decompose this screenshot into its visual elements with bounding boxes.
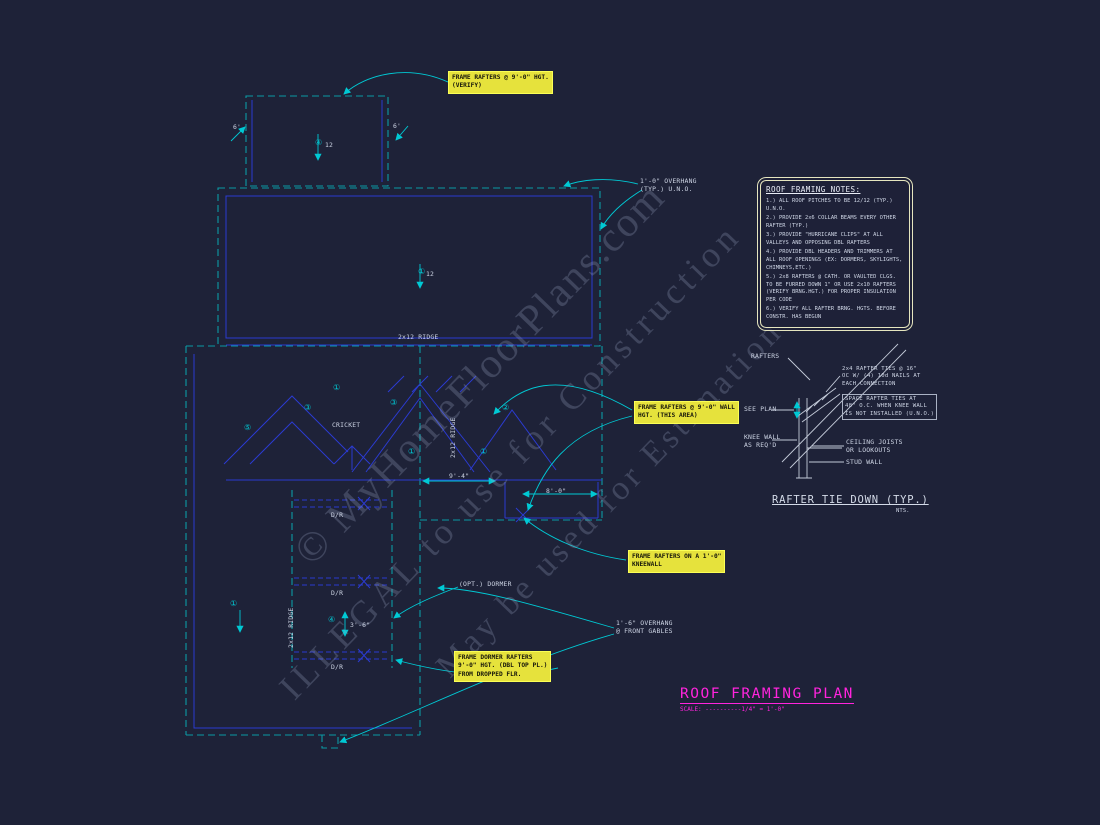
roof-framing-notes-box: ROOF FRAMING NOTES: 1.) ALL ROOF PITCHES… <box>757 177 913 332</box>
keynote-marker: ③ <box>304 403 312 412</box>
note-item: 6.) VERIFY ALL RAFTER BRNG. HGTS. BEFORE… <box>766 306 896 320</box>
opt-dormer-label: (OPT.) DORMER <box>459 580 512 588</box>
front-gable-note: 1'-6" OVERHANG @ FRONT GABLES <box>616 619 673 636</box>
dr-label-2: D/R <box>331 589 344 597</box>
ridge-label-left: 2x12 RIDGE <box>287 607 295 648</box>
pitch-label-b: 12 <box>426 270 435 278</box>
keynote-marker: ⑤ <box>244 423 252 432</box>
callout-frame-rafters-kneewall: FRAME RAFTERS ON A 1'-0" KNEEWALL <box>628 550 726 573</box>
keynote-marker: ④ <box>328 615 336 624</box>
dim-six-right: 6' <box>393 122 402 130</box>
keynote-marker: ① <box>408 447 416 456</box>
detail-ceiling-joists-label: CEILING JOISTS OR LOOKOUTS <box>846 438 903 455</box>
note-item: 4.) PROVIDE DBL HEADERS AND TRIMMERS AT … <box>766 249 903 271</box>
dim-six-left: 6' <box>233 123 242 131</box>
dr-label-3: D/R <box>331 663 344 671</box>
note-item: 1.) ALL ROOF PITCHES TO BE 12/12 (TYP.) … <box>766 198 893 212</box>
detail-ties-note: 2x4 RAFTER TIES @ 16" OC W/ (4) 10d NAIL… <box>842 366 921 387</box>
note-item: 3.) PROVIDE "HURRICANE CLIPS" AT ALL VAL… <box>766 232 883 246</box>
dim-nine-four: 9'-4" <box>449 472 470 480</box>
keynote-marker: ④ <box>315 138 323 147</box>
dim-three-six: 3'-6" <box>350 621 371 629</box>
detail-rafters-label: RAFTERS <box>751 352 780 360</box>
keynote-marker: ② <box>502 403 510 412</box>
keynote-marker: ① <box>480 447 488 456</box>
detail-stud-wall-label: STUD WALL <box>846 458 883 466</box>
overhang-note: 1'-0" OVERHANG (TYP.) U.N.O. <box>640 177 697 194</box>
keynote-marker: ① <box>230 599 238 608</box>
detail-knee-wall-label: KNEE WALL AS REQ'D <box>744 433 781 450</box>
sheet-scale: SCALE: ----------1/4" = 1'-0" <box>680 706 785 713</box>
note-item: 2.) PROVIDE 2x6 COLLAR BEAMS EVERY OTHER… <box>766 215 896 229</box>
keynote-marker: ③ <box>390 398 398 407</box>
ridge-label-mid: 2x12 RIDGE <box>449 417 457 458</box>
keynote-marker: ① <box>418 267 426 276</box>
ridge-label-top: 2x12 RIDGE <box>398 333 439 341</box>
detail-title: RAFTER TIE DOWN (TYP.) <box>772 494 929 506</box>
callout-frame-dormer-rafters: FRAME DORMER RAFTERS 9'-0" HGT. (DBL TOP… <box>454 651 552 683</box>
detail-scale: NTS. <box>896 508 910 514</box>
keynote-marker: ① <box>333 383 341 392</box>
pitch-label-a: 12 <box>325 141 334 149</box>
detail-space-ties-note: SPACE RAFTER TIES AT 48" O.C. WHEN KNEE … <box>842 394 938 420</box>
sheet-title: ROOF FRAMING PLAN <box>680 686 854 704</box>
cricket-label: CRICKET <box>332 421 361 429</box>
notes-title: ROOF FRAMING NOTES: <box>766 185 861 194</box>
dr-label-1: D/R <box>331 511 344 519</box>
dim-eight-zero: 8'-0" <box>546 487 567 495</box>
detail-see-plan-label: SEE PLAN <box>744 405 777 413</box>
callout-frame-rafters-hgt: FRAME RAFTERS @ 9'-0" HGT. (VERIFY) <box>448 71 553 94</box>
note-item: 5.) 2x8 RAFTERS @ CATH. OR VAULTED CLGS.… <box>766 274 896 303</box>
callout-frame-rafters-wall: FRAME RAFTERS @ 9'-0" WALL HGT. (THIS AR… <box>634 401 739 424</box>
